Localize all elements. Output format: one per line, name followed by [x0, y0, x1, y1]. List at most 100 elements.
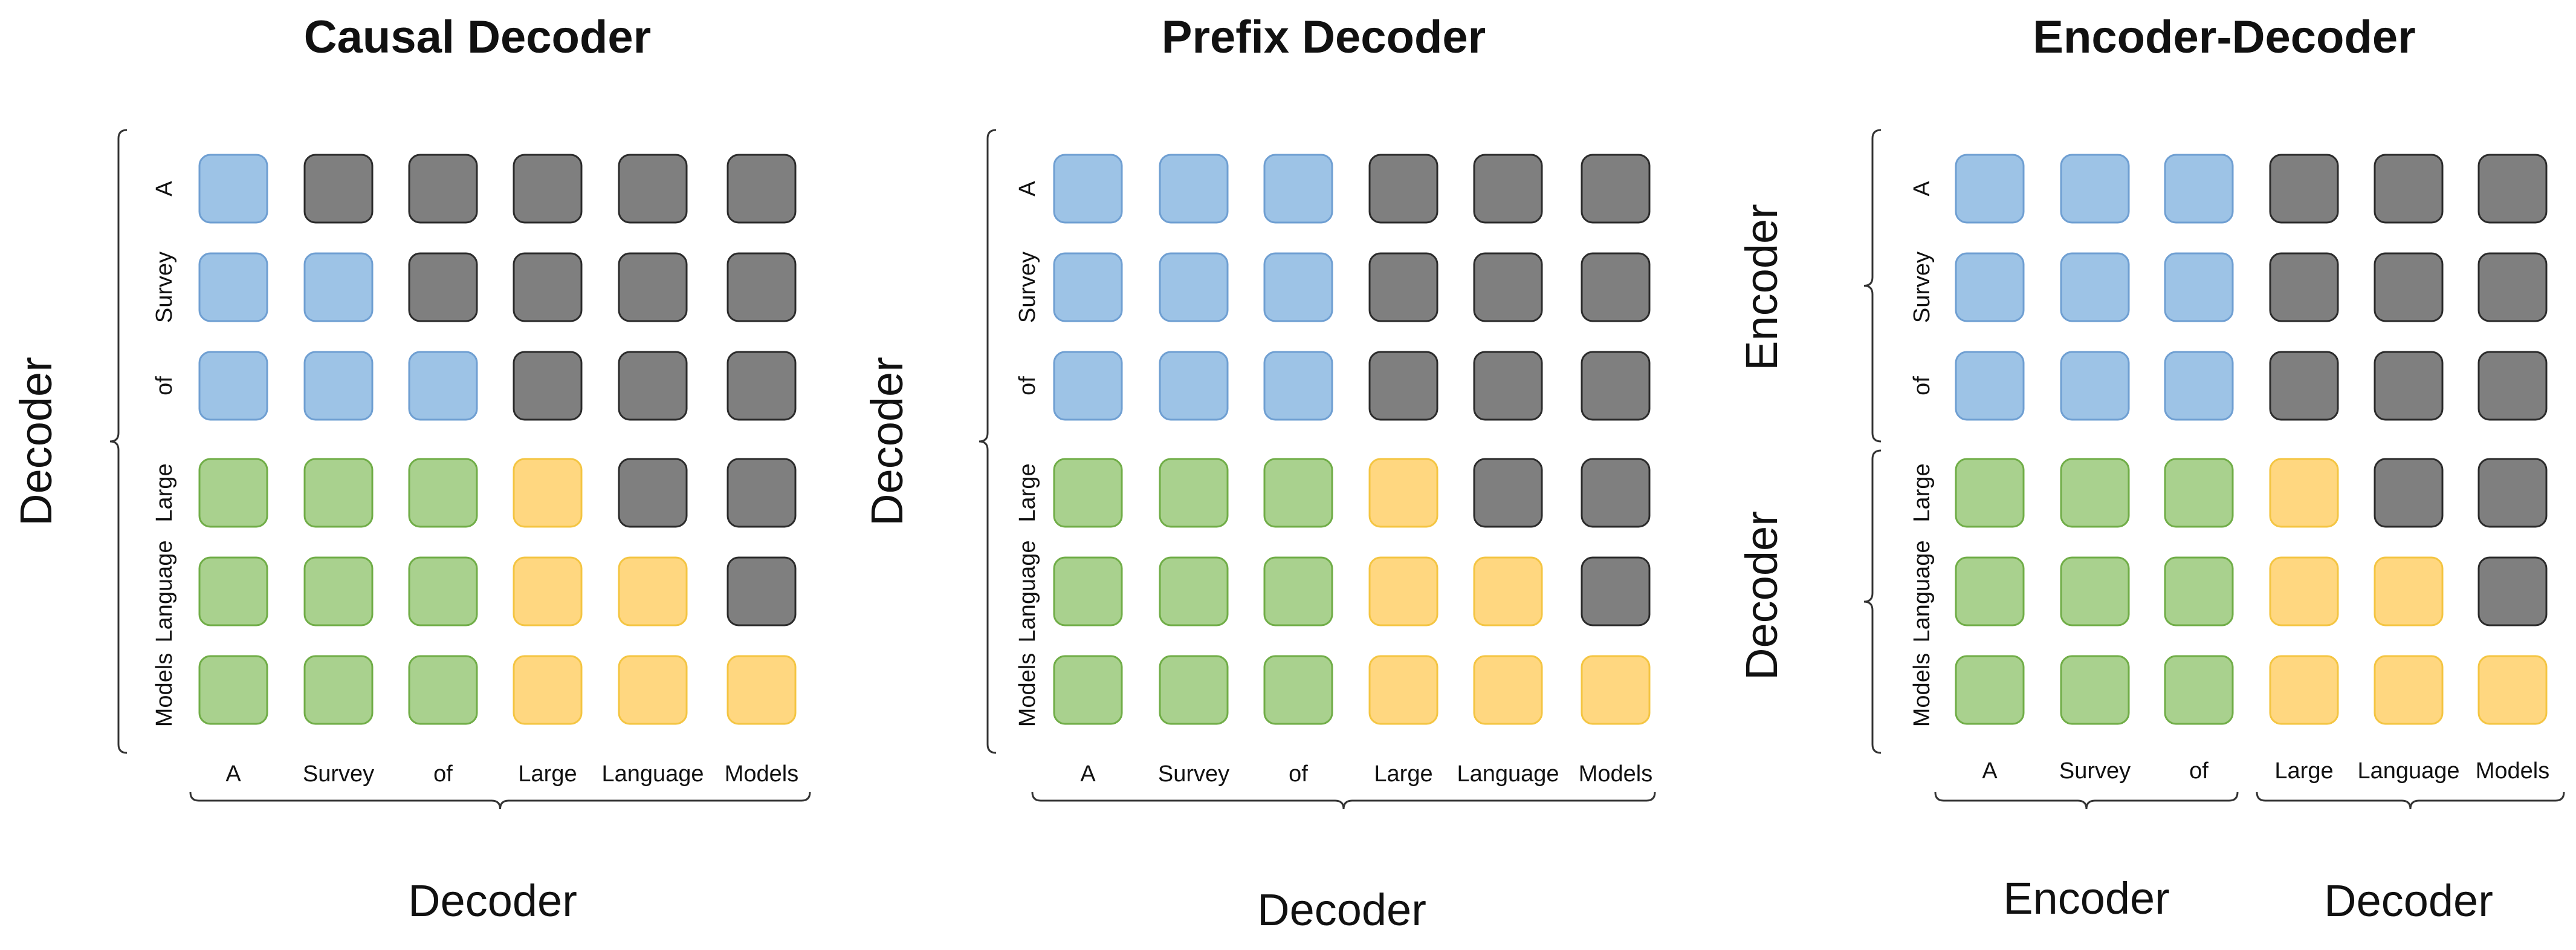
col-label-language: Language: [1457, 761, 1559, 787]
masked-cell: [2477, 154, 2548, 224]
attend-cell-green: [408, 655, 478, 725]
col-label-of: of: [2189, 758, 2209, 784]
col-label-models: Models: [1578, 761, 1653, 787]
masked-cell: [2477, 351, 2548, 421]
attend-cell-yellow: [2477, 655, 2548, 725]
masked-cell: [618, 458, 688, 528]
masked-cell: [2477, 458, 2548, 528]
attend-cell-yellow: [1473, 556, 1543, 626]
attend-cell-yellow: [2374, 556, 2444, 626]
masked-cell: [727, 351, 797, 421]
attend-cell-green: [1053, 556, 1123, 626]
masked-cell: [1581, 556, 1651, 626]
col-label-survey: Survey: [302, 761, 375, 787]
col-label-a: A: [1080, 761, 1096, 787]
attend-cell-yellow: [1368, 655, 1438, 725]
attend-cell-blue: [1159, 351, 1229, 421]
col-group-brace-encoder: [1934, 792, 2239, 810]
masked-cell: [1581, 154, 1651, 224]
attend-cell-blue: [198, 351, 268, 421]
attend-cell-green: [1159, 556, 1229, 626]
col-group-brace: [189, 792, 811, 810]
attend-cell-green: [1263, 655, 1333, 725]
row-label-models: Models: [152, 652, 177, 727]
attend-cell-green: [303, 655, 374, 725]
masked-cell: [727, 154, 797, 224]
attend-cell-blue: [1263, 154, 1333, 224]
masked-cell: [618, 154, 688, 224]
masked-cell: [727, 252, 797, 322]
attend-cell-blue: [1955, 351, 2025, 421]
masked-cell: [2374, 351, 2444, 421]
attend-cell-green: [303, 458, 374, 528]
attend-cell-green: [1159, 458, 1229, 528]
row-group-label-decoder: Decoder: [11, 357, 61, 526]
col-label-large: Large: [2274, 758, 2334, 784]
attend-cell-green: [2164, 556, 2234, 626]
masked-cell: [1581, 252, 1651, 322]
attend-cell-yellow: [618, 556, 688, 626]
masked-cell: [1368, 252, 1438, 322]
attend-cell-green: [198, 556, 268, 626]
row-group-label-encoder: Encoder: [1736, 204, 1787, 371]
attend-cell-yellow: [513, 655, 583, 725]
attend-cell-green: [198, 458, 268, 528]
attend-cell-green: [1955, 655, 2025, 725]
attend-cell-green: [1263, 556, 1333, 626]
attend-cell-blue: [1053, 252, 1123, 322]
attend-cell-blue: [1263, 351, 1333, 421]
attend-cell-yellow: [2269, 458, 2339, 528]
panel-title-prefix-decoder: Prefix Decoder: [1161, 11, 1486, 63]
attend-cell-yellow: [1473, 655, 1543, 725]
attend-cell-blue: [303, 252, 374, 322]
row-label-of: of: [1015, 376, 1040, 395]
masked-cell: [2269, 154, 2339, 224]
col-label-survey: Survey: [2059, 758, 2131, 784]
attend-cell-green: [303, 556, 374, 626]
attend-cell-green: [1053, 458, 1123, 528]
attend-cell-yellow: [2374, 655, 2444, 725]
attend-cell-blue: [1955, 252, 2025, 322]
attend-cell-blue: [1955, 154, 2025, 224]
attend-cell-blue: [303, 351, 374, 421]
masked-cell: [513, 351, 583, 421]
row-group-label-decoder: Decoder: [862, 357, 912, 526]
col-label-language: Language: [2357, 758, 2460, 784]
mask-matrix-1: [1053, 154, 1651, 725]
attend-cell-green: [2164, 655, 2234, 725]
attend-cell-yellow: [1581, 655, 1651, 725]
col-label-a: A: [225, 761, 241, 787]
attend-cell-blue: [2060, 252, 2130, 322]
masked-cell: [1581, 458, 1651, 528]
attend-cell-blue: [2164, 351, 2234, 421]
row-label-models: Models: [1015, 652, 1040, 727]
masked-cell: [1368, 351, 1438, 421]
attend-cell-blue: [1159, 154, 1229, 224]
col-label-models: Models: [2475, 758, 2550, 784]
attend-cell-green: [1955, 556, 2025, 626]
attend-cell-blue: [2164, 154, 2234, 224]
col-group-label-decoder: Decoder: [2324, 876, 2493, 926]
masked-cell: [1473, 351, 1543, 421]
masked-cell: [1473, 154, 1543, 224]
attend-cell-green: [1955, 458, 2025, 528]
attend-cell-blue: [198, 252, 268, 322]
masked-cell: [1368, 154, 1438, 224]
attend-cell-yellow: [727, 655, 797, 725]
attend-cell-blue: [1159, 252, 1229, 322]
masked-cell: [303, 154, 374, 224]
mask-matrix-2: [1955, 154, 2548, 725]
attend-cell-blue: [2060, 351, 2130, 421]
masked-cell: [1473, 458, 1543, 528]
attend-cell-yellow: [2269, 556, 2339, 626]
attend-cell-yellow: [1368, 556, 1438, 626]
masked-cell: [408, 154, 478, 224]
attend-cell-blue: [408, 351, 478, 421]
col-label-large: Large: [1374, 761, 1433, 787]
row-group-label-decoder: Decoder: [1736, 511, 1787, 680]
masked-cell: [2374, 458, 2444, 528]
col-group-brace-decoder: [2256, 792, 2565, 810]
attend-cell-green: [1053, 655, 1123, 725]
attend-cell-green: [2060, 556, 2130, 626]
col-label-a: A: [1982, 758, 1998, 784]
